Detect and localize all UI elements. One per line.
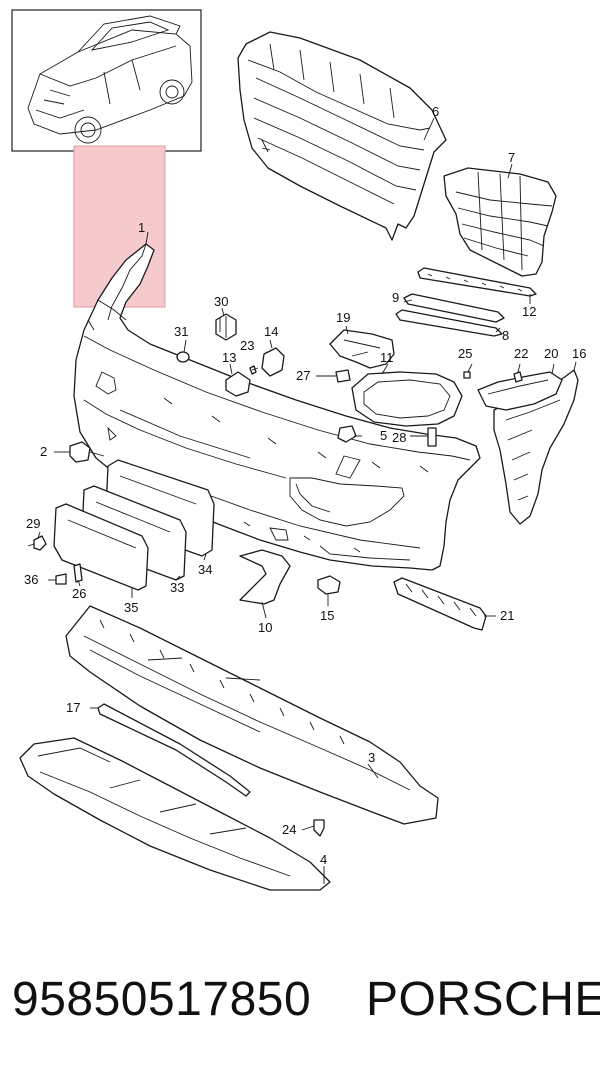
lower-spoiler [65,605,439,825]
clip-2 [69,441,105,463]
callout-24: 24 [282,822,296,837]
upper-grille [237,31,447,241]
bracket-15 [317,575,341,595]
side-grille [443,167,557,277]
callout-26: 26 [72,586,86,601]
callout-33: 33 [170,580,184,595]
screw-24 [313,819,325,837]
callout-16: 16 [572,346,586,361]
callout-3: 3 [368,750,375,765]
vehicle-thumbnail [11,9,202,152]
callout-23: 23 [240,338,254,353]
callout-17: 17 [66,700,80,715]
callout-31: 31 [174,324,188,339]
callout-5: 5 [380,428,387,443]
underbody-shield [19,737,331,891]
callout-21: 21 [500,608,514,623]
fasteners-left [27,535,83,585]
callout-14: 14 [264,324,278,339]
callout-19: 19 [336,310,350,325]
side-bracket [463,369,579,525]
callout-25: 25 [458,346,472,361]
fog-lamp-frame [351,371,463,427]
callout-28: 28 [392,430,406,445]
callout-35: 35 [124,600,138,615]
callout-11: 11 [380,350,394,365]
callout-labels: 1 2 3 4 5 6 7 8 9 10 11 12 13 14 15 16 1… [24,104,586,867]
callout-34: 34 [198,562,212,577]
callout-15: 15 [320,608,334,623]
callout-4: 4 [320,852,327,867]
callout-7: 7 [508,150,515,165]
part-number: 95850517850 [12,973,312,1026]
callout-6: 6 [432,104,439,119]
callout-22: 22 [514,346,528,361]
callout-9: 9 [392,290,399,305]
spoiler-strip [97,703,251,797]
plate-brackets [53,459,215,591]
callout-2: 2 [40,444,47,459]
callout-13: 13 [222,350,236,365]
callout-27: 27 [296,368,310,383]
callout-20: 20 [544,346,558,361]
fog-bezel [239,549,291,605]
callout-29: 29 [26,516,40,531]
callout-8: 8 [502,328,509,343]
brand-name: PORSCHE [366,973,600,1026]
bracket-19 [329,329,395,369]
parts-diagram: 1 2 3 4 5 6 7 8 9 10 11 12 13 14 15 16 1… [11,9,586,891]
callout-30: 30 [214,294,228,309]
leader-lines [37,117,577,884]
callout-12: 12 [522,304,536,319]
trim-strips [395,267,537,337]
callout-10: 10 [258,620,272,635]
small-parts-5-28 [337,425,437,447]
callout-36: 36 [24,572,38,587]
bracket-21 [393,577,487,631]
small-parts-center [176,313,351,397]
callout-1: 1 [138,220,145,235]
